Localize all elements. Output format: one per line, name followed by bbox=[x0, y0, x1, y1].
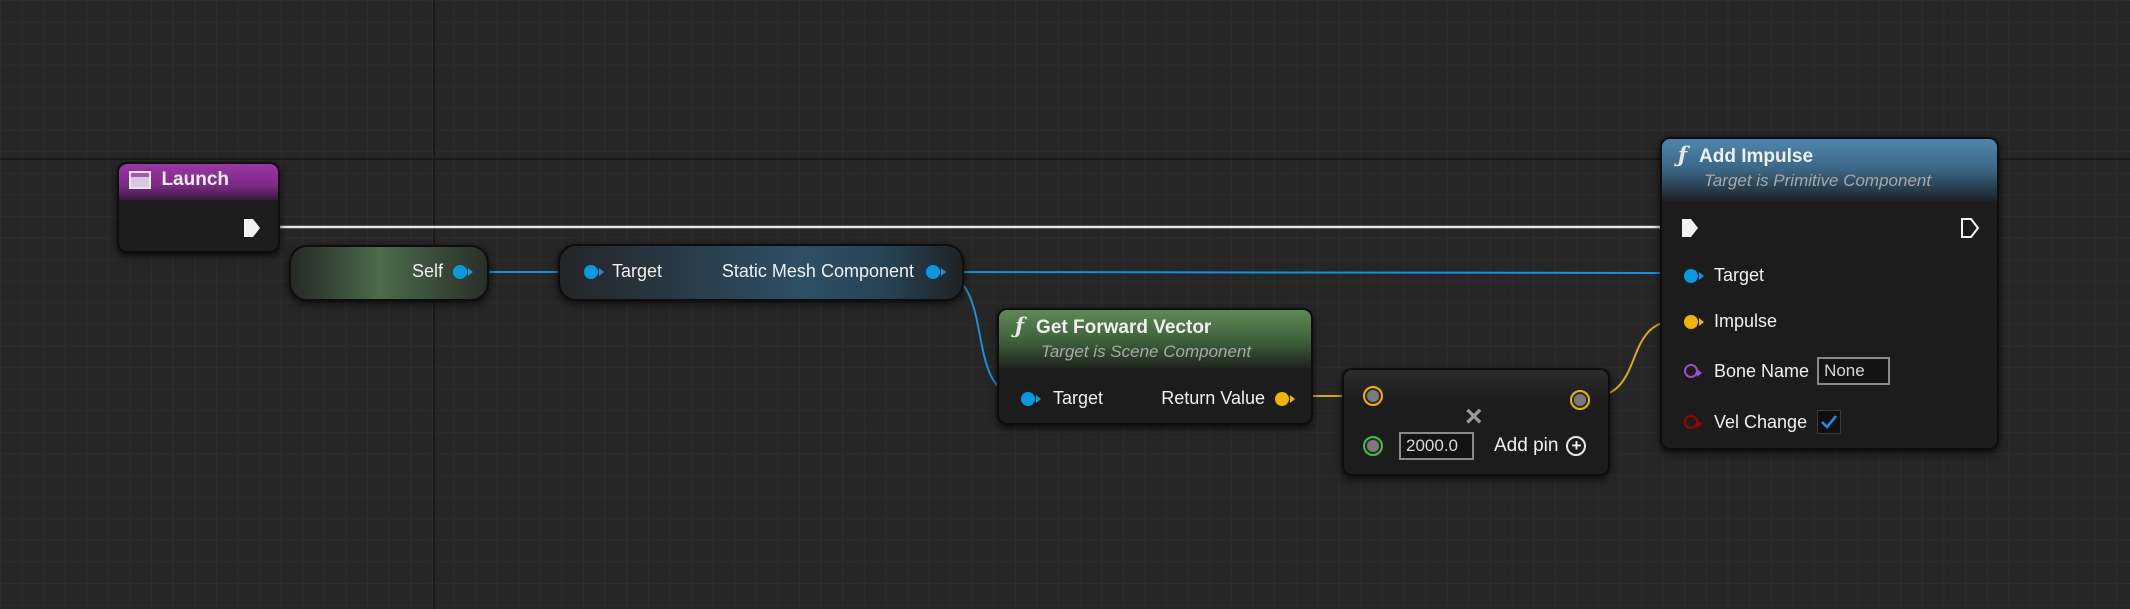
static-mesh-output-label: Static Mesh Component bbox=[721, 261, 914, 281]
forward-vector-subtitle: Target is Scene Component bbox=[1041, 342, 1252, 361]
event-square-icon bbox=[129, 171, 151, 189]
mesh-to-addimpulse-target-wire bbox=[934, 271, 1681, 274]
launch-event-node[interactable]: Launch bbox=[117, 162, 280, 253]
bone-name-input[interactable]: None bbox=[1817, 357, 1891, 385]
static-mesh-target-pin[interactable] bbox=[584, 264, 604, 279]
static-mesh-output-pin[interactable] bbox=[926, 264, 946, 279]
exec-arrow-icon bbox=[1961, 218, 1980, 238]
checkmark-icon bbox=[1821, 415, 1838, 429]
forward-vector-target-label: Target bbox=[1053, 388, 1104, 408]
add-impulse-vel-change-pin[interactable] bbox=[1684, 415, 1702, 429]
add-impulse-impulse-row: Impulse bbox=[1684, 311, 1777, 332]
forward-vector-output-row: Return Value bbox=[1161, 388, 1295, 409]
exec-arrow-icon bbox=[244, 219, 260, 237]
self-label: Self bbox=[411, 261, 443, 281]
self-output-pin[interactable] bbox=[453, 264, 473, 279]
vel-change-checkbox[interactable] bbox=[1817, 410, 1842, 434]
add-impulse-target-pin[interactable] bbox=[1684, 268, 1704, 283]
function-f-icon: ƒ bbox=[1678, 142, 1688, 167]
self-output-row: Self bbox=[411, 261, 473, 282]
add-impulse-bone-name-label: Bone Name bbox=[1714, 360, 1810, 381]
static-mesh-component-node[interactable]: Target Static Mesh Component bbox=[558, 244, 964, 301]
add-impulse-exec-in-pin[interactable] bbox=[1681, 218, 1699, 238]
add-impulse-bone-name-pin[interactable] bbox=[1684, 364, 1702, 378]
add-impulse-impulse-label: Impulse bbox=[1714, 311, 1778, 331]
launch-node-header: Launch bbox=[119, 164, 278, 200]
multiply-x-icon: × bbox=[1465, 400, 1483, 433]
add-impulse-target-row: Target bbox=[1684, 265, 1764, 286]
self-node[interactable]: Self bbox=[289, 245, 489, 301]
exec-out-pin[interactable] bbox=[243, 218, 261, 238]
multiply-value-input[interactable]: 2000.0 bbox=[1399, 432, 1474, 460]
forward-vector-target-pin[interactable] bbox=[1021, 391, 1041, 406]
add-impulse-bone-row: Bone Name None bbox=[1684, 357, 1891, 385]
multiply-node[interactable]: × 2000.0 Add pin + bbox=[1342, 368, 1610, 476]
add-impulse-velchange-row: Vel Change bbox=[1684, 410, 1842, 434]
forward-vector-return-label: Return Value bbox=[1161, 388, 1265, 408]
function-f-icon: ƒ bbox=[1015, 313, 1025, 338]
add-pin-label: Add pin bbox=[1494, 435, 1559, 456]
plus-circle-icon: + bbox=[1566, 436, 1587, 456]
forward-vector-input-row: Target bbox=[1021, 388, 1103, 409]
add-impulse-target-label: Target bbox=[1714, 265, 1765, 285]
multiply-vector-input-pin[interactable] bbox=[1363, 386, 1383, 406]
static-mesh-output-row: Static Mesh Component bbox=[721, 261, 946, 282]
forward-vector-return-pin[interactable] bbox=[1275, 391, 1295, 406]
static-mesh-input-row: Target bbox=[584, 261, 662, 282]
multiply-output-pin[interactable] bbox=[1570, 390, 1590, 410]
add-pin-button[interactable]: Add pin + bbox=[1494, 435, 1587, 457]
exec-arrow-icon bbox=[1682, 219, 1698, 237]
launch-title: Launch bbox=[161, 169, 230, 190]
add-impulse-exec-out-pin[interactable] bbox=[1960, 217, 1980, 239]
add-impulse-impulse-pin[interactable] bbox=[1684, 314, 1704, 329]
add-impulse-subtitle: Target is Primitive Component bbox=[1704, 171, 1932, 190]
add-impulse-vel-change-label: Vel Change bbox=[1714, 411, 1808, 432]
static-mesh-target-label: Target bbox=[612, 261, 663, 281]
multiply-float-input-pin[interactable] bbox=[1363, 436, 1383, 456]
